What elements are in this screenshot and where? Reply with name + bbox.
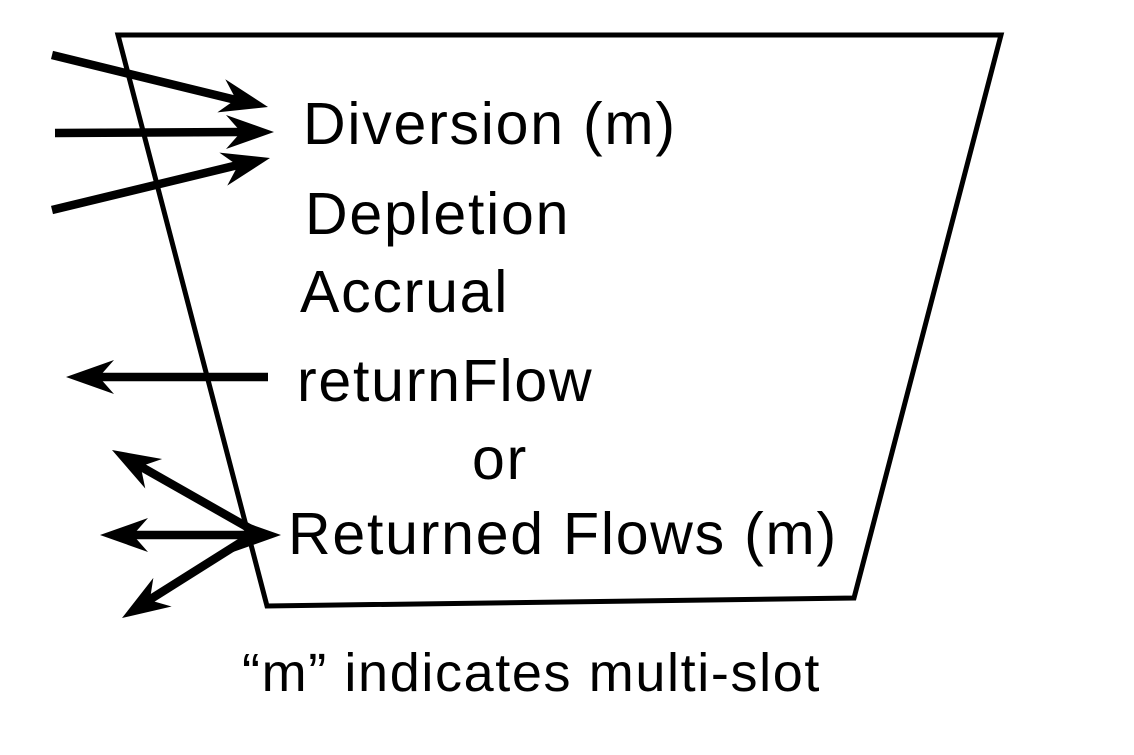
inflow-arrow-1-shaft xyxy=(50,50,238,105)
inflow-arrow-1-head-icon xyxy=(217,79,268,113)
returned-flows-arrow-up-head-icon xyxy=(112,450,163,489)
slot-label-returnflow: returnFlow xyxy=(297,348,594,414)
trapezoid-outline xyxy=(114,32,1005,609)
returned-flows-arrow-left-head-icon xyxy=(100,518,148,552)
slot-label-depletion: Depletion xyxy=(305,181,571,247)
slot-label-accrual: Accrual xyxy=(300,259,510,325)
inflow-arrow-3-shaft xyxy=(51,160,239,215)
slot-label-diversion: Diversion (m) xyxy=(303,91,677,157)
inflow-arrow-2-head-icon xyxy=(226,115,274,149)
returned-flows-convergence-head-icon xyxy=(233,518,281,552)
returnflow-arrow-head-icon xyxy=(66,360,114,394)
returned-flows-arrow-down-head-icon xyxy=(122,577,172,618)
inflow-arrow-3-head-icon xyxy=(219,152,270,186)
inflow-arrow-2-shaft xyxy=(54,127,243,138)
multi-slot-caption: “m” indicates multi-slot xyxy=(242,643,821,703)
slot-label-or: or xyxy=(472,426,529,492)
returned-flows-arrow-down-shaft xyxy=(143,530,257,606)
slot-label-returned-flows: Returned Flows (m) xyxy=(288,501,838,567)
